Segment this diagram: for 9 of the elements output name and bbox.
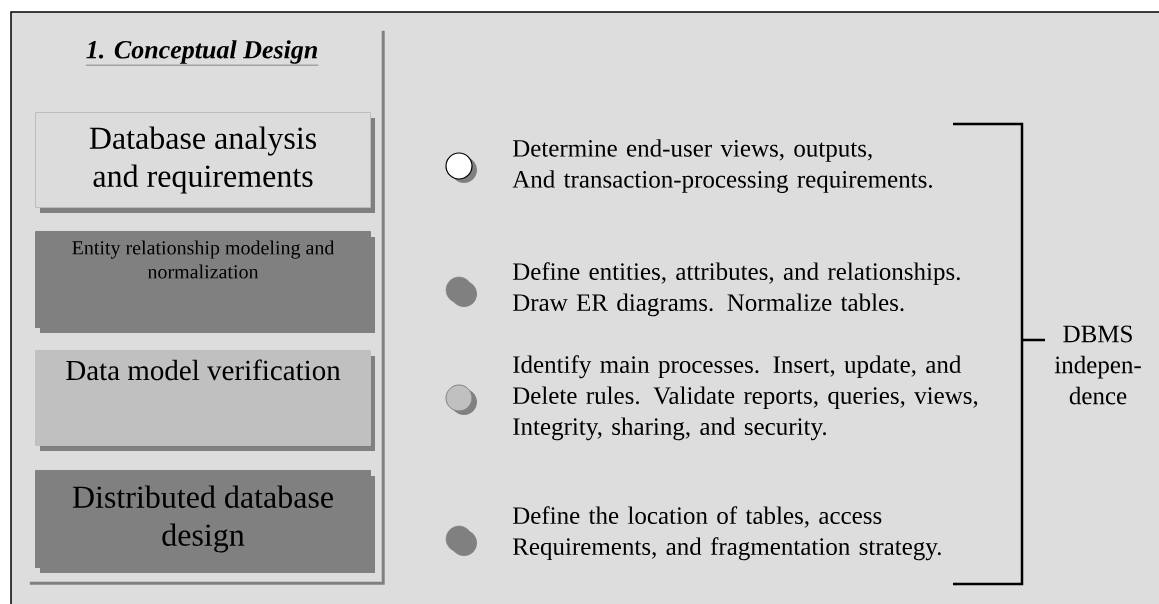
process-box: Entity relationship modeling and normalization	[35, 231, 375, 333]
description: Identify main processes. Insert, update, and Delete rules. Validate reports, queries, views, Integrity, sharing, and security.	[512, 355, 978, 441]
description: Determine end-user views, outputs, And transaction-processing requirements.	[512, 139, 932, 193]
note: DBMS indepen- dence	[1054, 325, 1141, 405]
description: Define the location of tables, access Requirements, and fragmentation strategy.	[512, 506, 941, 561]
description: Define entities, attributes, and relationships. Draw ER diagrams. Normalize tables.	[512, 262, 960, 317]
process-box: Distributed database design	[35, 470, 375, 573]
process-box: Database analysis and requirements	[35, 112, 375, 213]
process-box: Data model verification	[35, 350, 375, 451]
